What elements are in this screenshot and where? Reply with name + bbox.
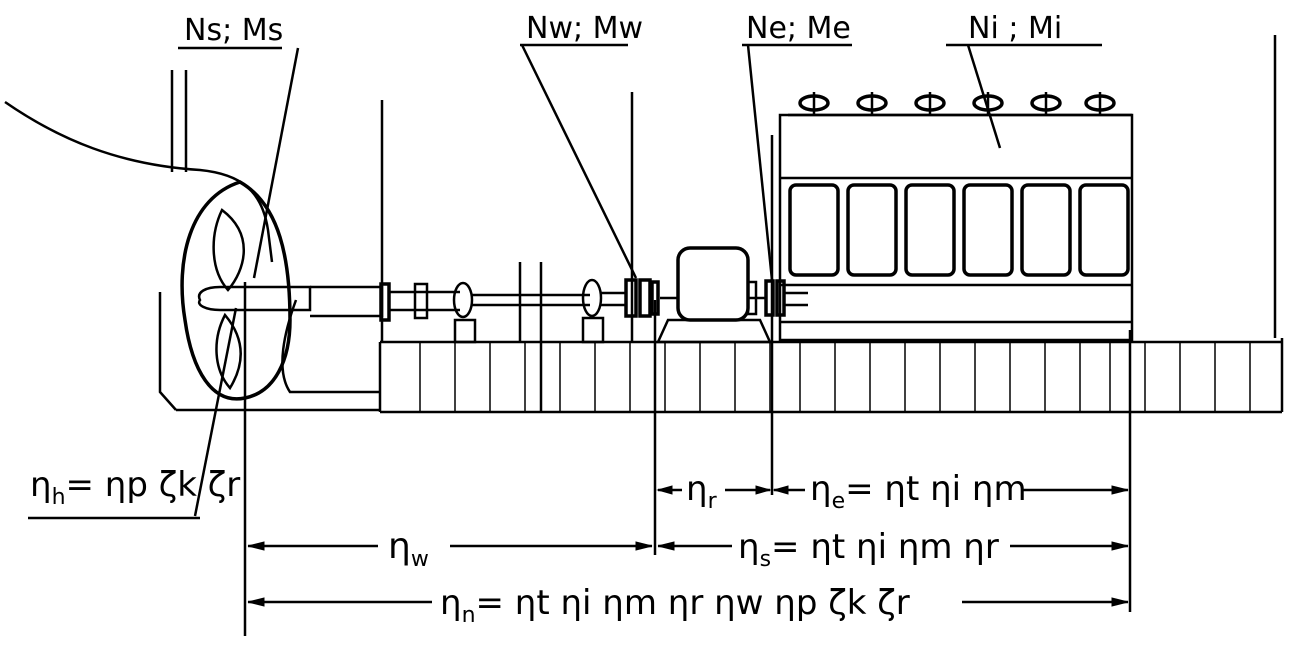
engine-valve-gear	[788, 92, 1132, 117]
label-indicated-power: Ni ; Mi	[968, 11, 1062, 46]
main-engine	[778, 92, 1134, 342]
leader-lines	[28, 43, 1102, 520]
formula-system-efficiency: ηs= ηt ηi ηm ηr	[738, 527, 999, 572]
label-shaft-power: Nw; Mw	[526, 11, 643, 46]
label-engine-output-power: Ne; Me	[746, 11, 851, 46]
formula-total-efficiency: ηn= ηt ηi ηm ηr ηw ηp ζk ζr	[440, 583, 910, 628]
formula-gear-efficiency: ηr	[686, 469, 718, 514]
formula-hull-efficiency: ηh= ηp ζk ζr	[30, 465, 240, 510]
engine-cylinders	[788, 183, 1130, 277]
shaft-line	[310, 278, 625, 344]
dimension-lines	[247, 485, 1129, 607]
station-lines	[243, 92, 1132, 636]
reduction-gearbox	[656, 246, 772, 344]
label-propeller-power: Ns; Ms	[184, 13, 283, 48]
formula-effective-efficiency: ηe= ηt ηi ηm	[810, 469, 1027, 514]
formula-shaft-efficiency: ηw	[388, 526, 429, 572]
double-bottom-frames	[378, 338, 1284, 414]
